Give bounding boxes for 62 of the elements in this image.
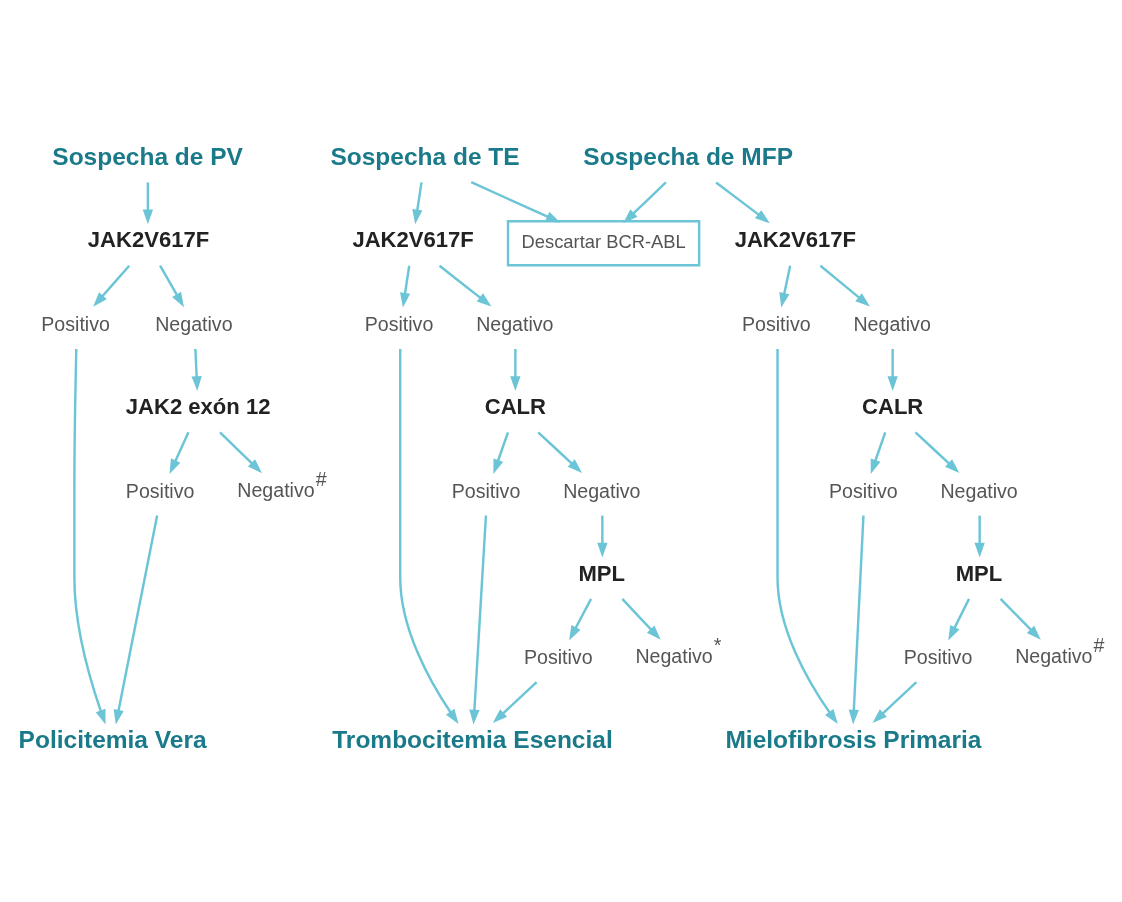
node-text: CALR [484, 393, 546, 419]
arrow [621, 597, 661, 640]
node-text: Sospecha de MFP [583, 142, 794, 170]
arrow [412, 181, 423, 224]
arrow [597, 515, 608, 558]
arrow [510, 348, 521, 391]
arrow [974, 515, 985, 558]
node-text: Negativo [853, 312, 931, 335]
arrow [399, 348, 459, 724]
node-text: Positivo [828, 479, 898, 502]
node-text: Positivo [364, 312, 434, 335]
node-text: Negativo [940, 479, 1018, 502]
node-text: Policitemia Vera [18, 725, 207, 753]
node-text: Negativo [476, 312, 554, 335]
arrow [887, 348, 898, 391]
node-text: Sospecha de PV [52, 142, 243, 170]
node-text: Positivo [903, 645, 973, 668]
node-text: JAK2V617F [352, 226, 474, 252]
node-text: JAK2V617F [734, 226, 856, 252]
node-text: Positivo [125, 479, 195, 502]
arrow [537, 430, 583, 473]
arrow [470, 180, 561, 223]
arrow [623, 181, 667, 223]
arrow [469, 514, 488, 724]
node-box: Descartar BCR-ABL [506, 219, 701, 267]
arrow [493, 431, 510, 474]
node-text: Trombocitemia Esencial [332, 725, 613, 753]
node-text: JAK2 exón 12 [125, 393, 271, 419]
arrow [142, 181, 154, 224]
arrow [113, 514, 159, 724]
arrow [73, 348, 106, 724]
node-text: MPL [955, 560, 1003, 586]
arrow [948, 597, 971, 640]
node-text: Positivo [523, 645, 593, 668]
arrow [872, 680, 918, 723]
node-text: MPL [578, 560, 625, 586]
arrow [999, 597, 1041, 640]
arrow [914, 430, 960, 473]
node-text: Positivo [451, 479, 521, 502]
node-text: Mielofibrosis Primaria [725, 725, 982, 753]
arrow [779, 264, 792, 308]
arrow [848, 514, 865, 724]
node-text: Positivo [741, 312, 811, 335]
arrow [219, 430, 263, 473]
arrow [819, 264, 870, 307]
arrow [400, 265, 411, 308]
arrow [169, 431, 190, 474]
arrow [93, 264, 131, 307]
arrow [715, 180, 770, 223]
node-text: JAK2V617F [87, 226, 210, 252]
node-text: Positivo [41, 312, 110, 335]
arrow [159, 264, 184, 307]
arrow [492, 680, 538, 723]
node-text: Negativo [155, 312, 233, 335]
node-text: Sospecha de TE [330, 142, 520, 170]
node-text: Negativo [563, 479, 641, 502]
arrow [776, 348, 838, 724]
node-text: CALR [862, 393, 924, 419]
arrow [438, 264, 492, 307]
arrow [870, 431, 887, 474]
arrow [191, 348, 202, 391]
arrow [569, 597, 593, 640]
